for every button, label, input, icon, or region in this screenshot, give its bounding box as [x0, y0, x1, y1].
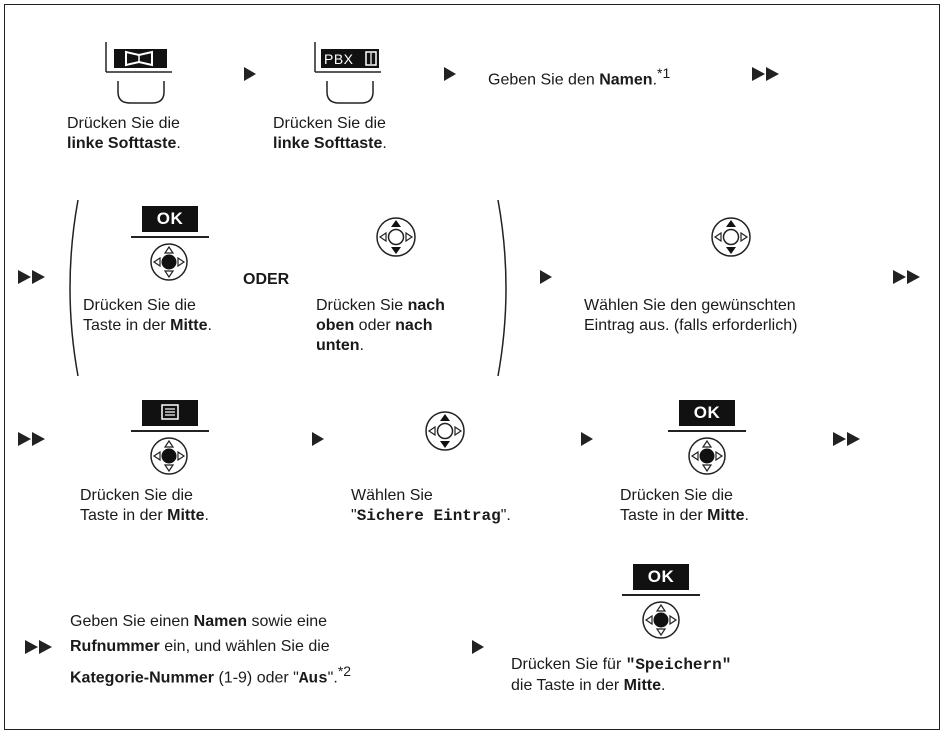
- ok-softkey: OK: [679, 400, 735, 426]
- pbx-label: PBX: [324, 51, 354, 67]
- menu-list-icon: [161, 404, 179, 420]
- r3-step2-line1: Wählen Sie: [351, 487, 433, 504]
- r4-step1-line1: Geben Sie einen Namen sowie eine: [70, 613, 328, 630]
- r3-step1-line1: Drücken Sie die: [80, 487, 193, 504]
- opt2-line3: unten.: [316, 337, 364, 354]
- step1-line2: linke Softtaste.: [67, 135, 181, 152]
- step2-line2: linke Softtaste.: [273, 135, 387, 152]
- select-entry-line1: Wählen Sie den gewünschten: [584, 297, 796, 314]
- r3-step2-line2: "Sichere Eintrag".: [351, 507, 511, 525]
- flow-arrow: [444, 67, 456, 81]
- instruction-frame: [4, 4, 940, 730]
- flow-arrow: [244, 67, 256, 81]
- flow-arrow: [312, 432, 324, 446]
- r3-step1-line2: Taste in der Mitte.: [80, 507, 209, 524]
- r4-step2-line1: Drücken Sie für "Speichern": [511, 656, 732, 674]
- flow-arrow: [581, 432, 593, 446]
- softkey-rule: [668, 430, 746, 432]
- step2-line1: Drücken Sie die: [273, 115, 386, 132]
- continue-arrow: [18, 432, 48, 446]
- oder-label: ODER: [243, 271, 290, 288]
- step3-text: Geben Sie den Namen.*1: [488, 65, 671, 89]
- continue-arrow: [893, 270, 923, 284]
- phonebook-icon: [105, 42, 172, 104]
- navigator-key-center-icon: [150, 437, 188, 475]
- ok-softkey: OK: [142, 206, 198, 232]
- r4-step1-line2: Rufnummer ein, und wählen Sie die: [70, 638, 330, 655]
- opt1-line1: Drücken Sie die: [83, 297, 196, 314]
- r4-step2-line2: die Taste in der Mitte.: [511, 677, 666, 694]
- left-paren: [69, 199, 79, 377]
- softkey-rule: [131, 430, 209, 432]
- ok-softkey: OK: [633, 564, 689, 590]
- pbx-phonebook-icon: [314, 42, 381, 104]
- continue-arrow: [18, 270, 48, 284]
- right-paren: [497, 199, 507, 377]
- r4-step1-line3: Kategorie-Nummer (1-9) oder "Aus".*2: [70, 663, 352, 688]
- navigator-key-center-icon: [642, 601, 680, 639]
- continue-arrow: [25, 640, 55, 654]
- navigator-key-updown-icon: [376, 217, 416, 257]
- flow-arrow: [540, 270, 552, 284]
- step1-line1: Drücken Sie die: [67, 115, 180, 132]
- navigator-key-updown-icon: [425, 411, 465, 451]
- opt1-line2: Taste in der Mitte.: [83, 317, 212, 334]
- select-entry-line2: Eintrag aus. (falls erforderlich): [584, 317, 798, 334]
- softkey-rule: [131, 236, 209, 238]
- flow-arrow: [472, 640, 484, 654]
- navigator-key-center-icon: [150, 243, 188, 281]
- opt2-line1: Drücken Sie nach: [316, 297, 445, 314]
- menu-softkey: [142, 400, 198, 426]
- r3-step3-line1: Drücken Sie die: [620, 487, 733, 504]
- softkey-rule: [622, 594, 700, 596]
- continue-arrow: [752, 67, 782, 81]
- navigator-key-updown-icon: [711, 217, 751, 257]
- r3-step3-line2: Taste in der Mitte.: [620, 507, 749, 524]
- continue-arrow: [833, 432, 863, 446]
- opt2-line2: oben oder nach: [316, 317, 433, 334]
- navigator-key-center-icon: [688, 437, 726, 475]
